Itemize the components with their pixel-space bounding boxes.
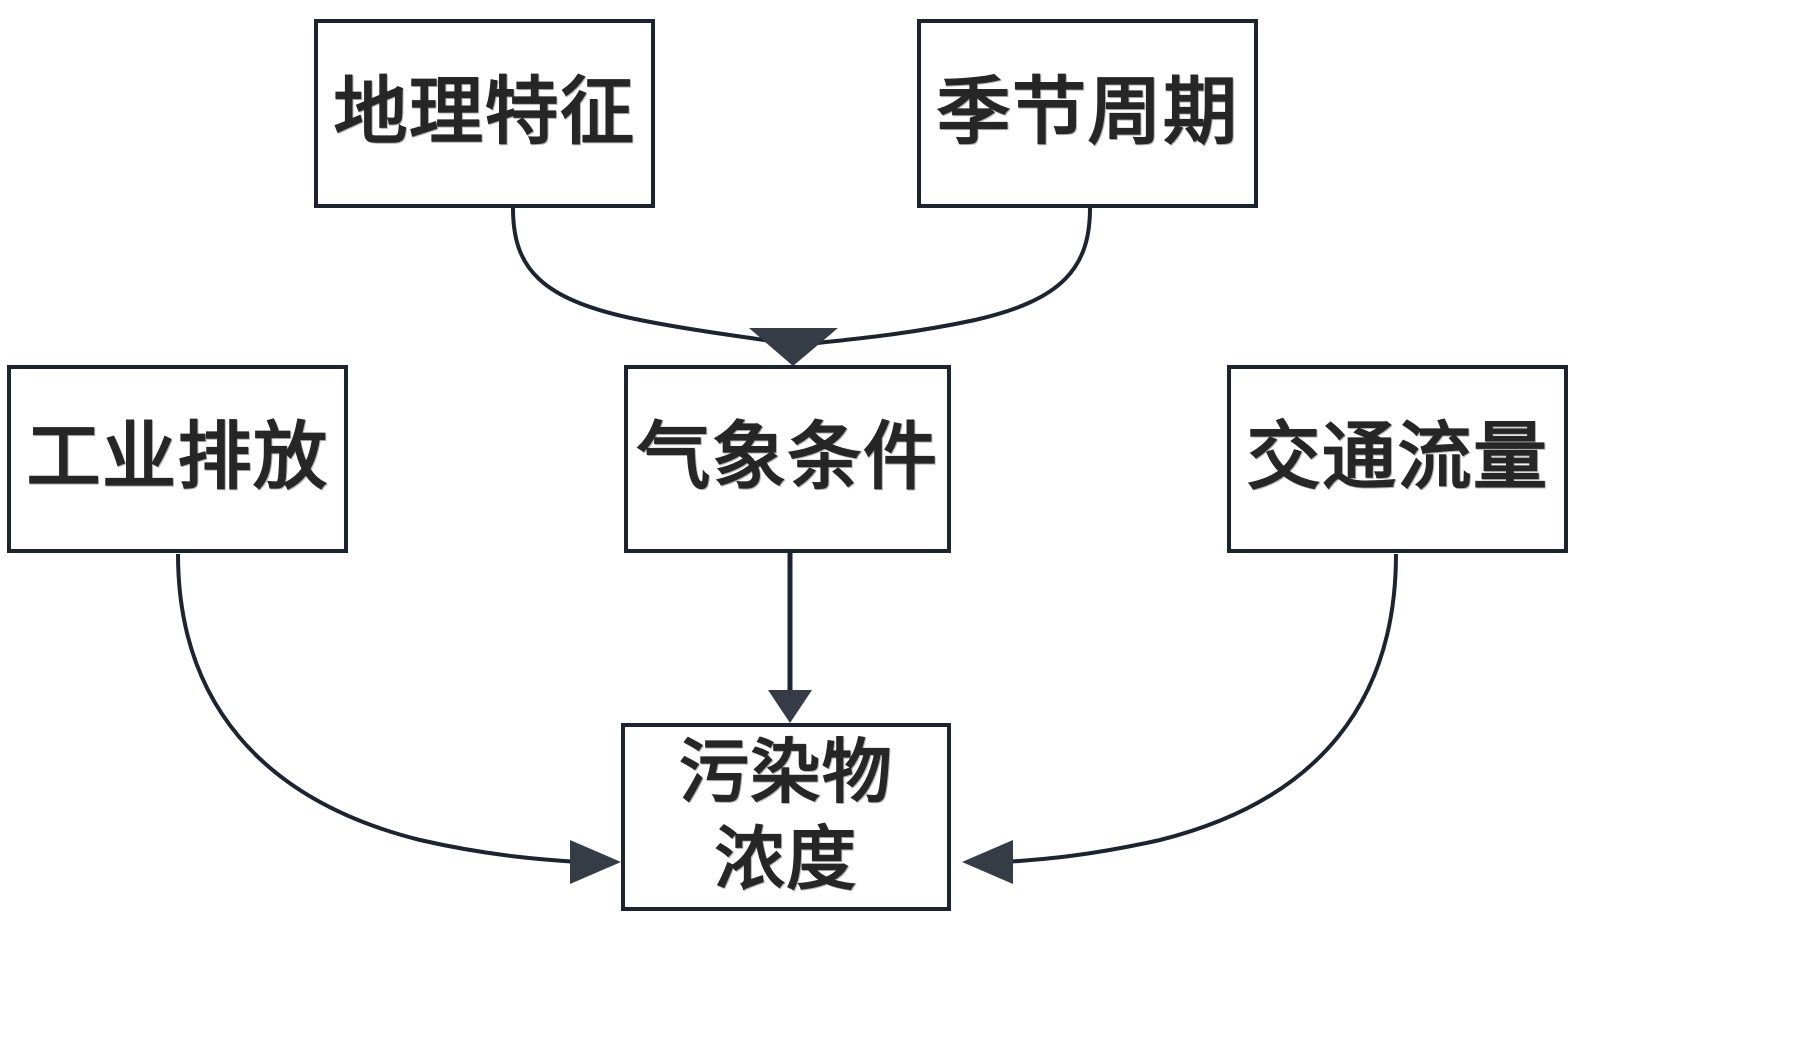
edge-industry-to-pollutant	[176, 553, 581, 864]
arrowhead-into-pollutant-top	[768, 690, 812, 723]
edge-geo-to-weather	[511, 207, 788, 346]
edge-traffic-to-pollutant	[1004, 553, 1398, 864]
node-traffic-flow[interactable]: 交通流量	[1227, 365, 1568, 553]
node-label-geographic-features: 地理特征	[333, 71, 636, 154]
node-label-industrial-emissions: 工业排放	[26, 417, 329, 500]
arrowhead-into-pollutant-right	[962, 840, 1013, 884]
node-industrial-emissions[interactable]: 工业排放	[7, 365, 348, 553]
node-pollutant-concentration[interactable]: 污染物 浓度	[621, 723, 951, 911]
arrowhead-into-pollutant-left	[570, 840, 621, 884]
arrowhead-into-weather	[749, 328, 838, 366]
node-geographic-features[interactable]: 地理特征	[314, 19, 655, 208]
edge-season-to-weather	[799, 207, 1092, 347]
node-seasonal-cycle[interactable]: 季节周期	[917, 19, 1258, 208]
node-label-traffic-flow: 交通流量	[1246, 417, 1549, 500]
node-label-seasonal-cycle: 季节周期	[936, 71, 1239, 154]
node-label-meteorological-conditions: 气象条件	[636, 417, 939, 500]
node-meteorological-conditions[interactable]: 气象条件	[624, 365, 951, 553]
node-label-pollutant-concentration: 污染物 浓度	[678, 734, 894, 900]
